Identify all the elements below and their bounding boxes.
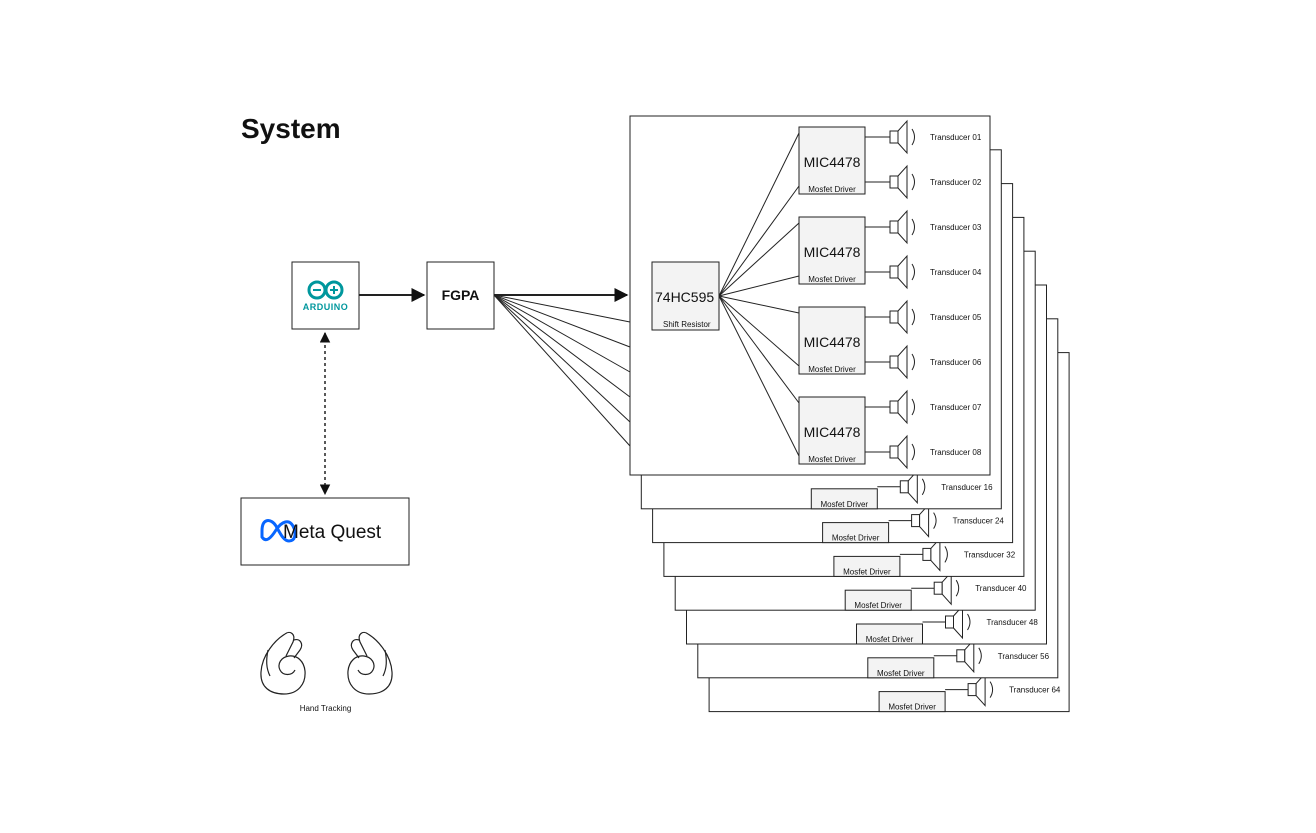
driver-chip-box xyxy=(798,306,866,375)
driver-chip-name: MIC4478 xyxy=(804,334,861,350)
driver-box xyxy=(810,488,878,510)
arduino-label: ARDUINO xyxy=(303,302,349,312)
shift-register-chip-name: 74HC595 xyxy=(655,289,714,305)
transducer-label: Transducer 07 xyxy=(930,403,982,412)
fan-line xyxy=(493,294,631,348)
fpga-block: FGPA xyxy=(426,261,495,330)
driver-label: Mosfet Driver xyxy=(854,601,902,610)
transducer-label: Transducer 24 xyxy=(953,517,1005,526)
driver-box xyxy=(867,657,935,679)
meta-quest-box xyxy=(240,497,410,566)
driver-label: Mosfet Driver xyxy=(821,500,869,509)
driver-chip-name: MIC4478 xyxy=(804,424,861,440)
transducer-label: Transducer 06 xyxy=(930,358,982,367)
driver-label: Mosfet Driver xyxy=(808,275,856,284)
transducer-label: Transducer 02 xyxy=(930,178,982,187)
fpga-label: FGPA xyxy=(442,287,480,303)
meta-infinity-logo-icon xyxy=(260,519,297,543)
meta-quest-label: Meta Quest xyxy=(283,522,382,543)
hand-tracking: Hand Tracking xyxy=(260,631,393,713)
driver-label: Mosfet Driver xyxy=(808,365,856,374)
transducer-label: Transducer 40 xyxy=(975,584,1027,593)
driver-box xyxy=(856,623,923,645)
driver-box xyxy=(833,555,901,577)
transducer-label: Transducer 56 xyxy=(998,652,1050,661)
transducer-speaker-icon xyxy=(933,570,960,606)
driver-chip-box xyxy=(798,216,866,285)
transducer-speaker-icon xyxy=(889,164,915,200)
page-title: System xyxy=(241,113,341,144)
driver-chip-name: MIC4478 xyxy=(804,244,861,260)
driver-chip-box xyxy=(798,396,866,465)
driver-label: Mosfet Driver xyxy=(808,455,856,464)
fan-line xyxy=(493,294,631,373)
driver-chip-name: MIC4478 xyxy=(804,154,861,170)
driver-label: Mosfet Driver xyxy=(877,669,925,678)
right-hand-ok-icon xyxy=(347,631,393,695)
meta-quest-block: Meta Quest xyxy=(240,497,410,566)
transducer-speaker-icon xyxy=(889,209,915,245)
arduino-logo-icon: ARDUINO xyxy=(303,280,349,312)
transducer-label: Transducer 48 xyxy=(987,618,1039,627)
transducer-speaker-icon xyxy=(889,254,915,290)
transducer-speaker-icon xyxy=(889,299,915,335)
driver-box xyxy=(878,691,946,713)
transducer-speaker-icon xyxy=(967,672,994,707)
arduino-block: ARDUINO xyxy=(291,261,360,330)
left-hand-ok-icon xyxy=(260,631,306,695)
driver-label: Mosfet Driver xyxy=(866,635,914,644)
driver-label: Mosfet Driver xyxy=(843,567,891,576)
transducer-speaker-icon xyxy=(889,434,915,470)
driver-label: Mosfet Driver xyxy=(832,534,880,543)
transducer-speaker-icon xyxy=(889,119,915,155)
driver-label: Mosfet Driver xyxy=(888,703,936,712)
transducer-label: Transducer 16 xyxy=(941,483,993,492)
shift-register: 74HC595 Shift Resistor xyxy=(651,261,720,331)
hand-tracking-label: Hand Tracking xyxy=(300,704,352,713)
transducer-label: Transducer 03 xyxy=(930,223,982,232)
driver-box xyxy=(844,589,912,611)
fpga-fan-out-lines xyxy=(493,294,631,447)
arduino-box xyxy=(291,261,360,330)
shift-register-label: Shift Resistor xyxy=(663,320,711,329)
driver-label: Mosfet Driver xyxy=(808,185,856,194)
fan-line xyxy=(493,294,631,447)
transducer-label: Transducer 32 xyxy=(964,550,1016,559)
transducer-label: Transducer 05 xyxy=(930,313,982,322)
transducer-speaker-icon xyxy=(889,344,915,380)
transducer-speaker-icon xyxy=(889,389,915,425)
fan-line xyxy=(493,294,631,323)
driver-chip-box xyxy=(798,126,866,195)
transducer-label: Transducer 04 xyxy=(930,268,982,277)
fan-line xyxy=(493,294,631,423)
driver-box xyxy=(822,522,890,544)
transducer-label: Transducer 64 xyxy=(1009,686,1061,695)
fan-line xyxy=(493,294,631,398)
transducer-label: Transducer 01 xyxy=(930,133,982,142)
transducer-label: Transducer 08 xyxy=(930,448,982,457)
transducer-speaker-icon xyxy=(922,537,948,572)
shift-register-box xyxy=(651,261,720,331)
